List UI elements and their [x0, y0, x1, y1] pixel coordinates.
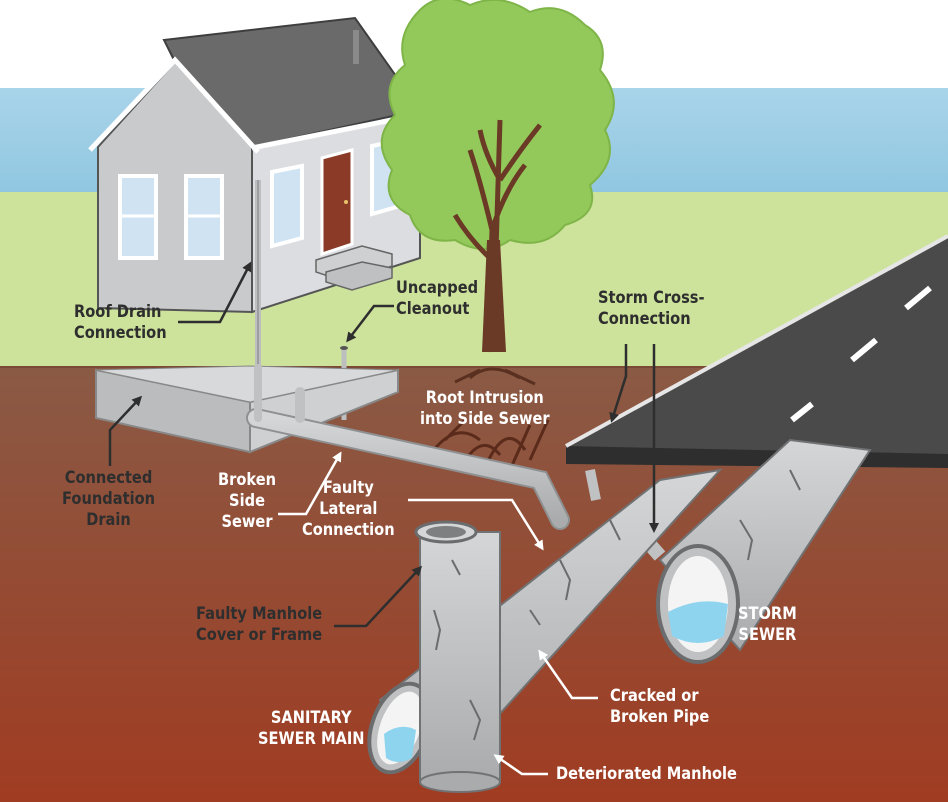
faulty-lateral-connection-label: Faulty Lateral Connection [302, 478, 395, 540]
connected-foundation-drain-label: Connected Foundation Drain [62, 468, 156, 530]
root-intrusion-label: Root Intrusion into Side Sewer [420, 388, 550, 429]
broken-side-sewer-label: Broken Side Sewer [218, 470, 277, 532]
deteriorated-manhole-label: Deteriorated Manhole [556, 764, 737, 784]
storm-sewer-label: STORM SEWER [738, 604, 797, 645]
tree-illustration [380, 0, 615, 471]
roof-drain-connection-label: Roof Drain Connection [74, 302, 167, 343]
faulty-manhole-cover-label: Faulty Manhole Cover or Frame [196, 604, 323, 645]
storm-cross-connection-label: Storm Cross- Connection [598, 288, 705, 329]
uncapped-cleanout-label: Uncapped Cleanout [396, 278, 479, 319]
sanitary-sewer-main-label: SANITARY SEWER MAIN [258, 708, 365, 749]
storm-sewer-pipe [585, 438, 872, 664]
cracked-broken-pipe-label: Cracked or Broken Pipe [610, 686, 710, 727]
manhole-illustration [414, 520, 501, 793]
side-sewer-pipe [246, 364, 570, 530]
leader-lines [108, 261, 659, 776]
house-door [320, 148, 354, 257]
